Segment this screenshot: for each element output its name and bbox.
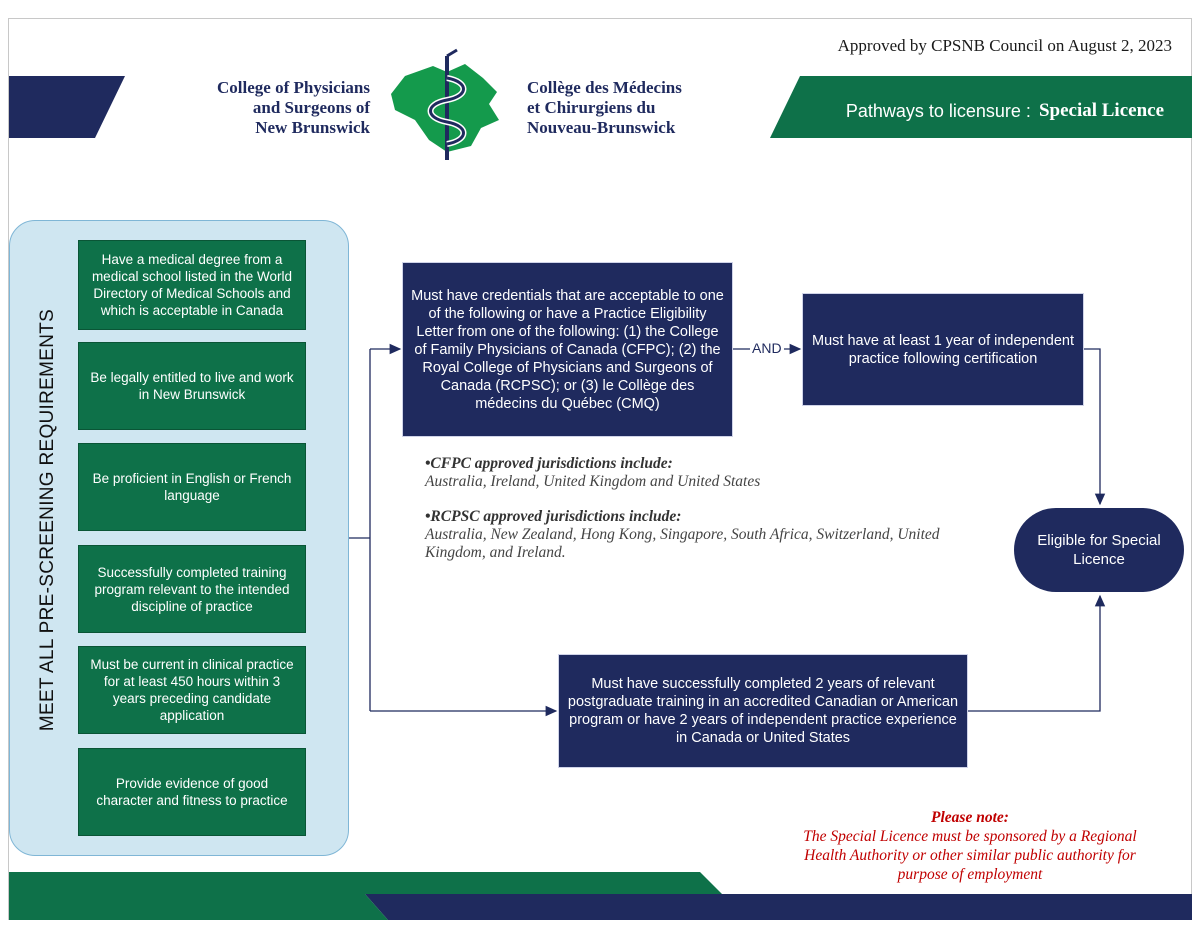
arrow-independent-to-eligible: [1084, 348, 1106, 506]
eligible-terminal: Eligible for Special Licence: [1014, 508, 1184, 592]
cfpc-heading: •CFPC approved jurisdictions include:: [425, 455, 673, 472]
college-en-line-3: New Brunswick: [255, 118, 370, 137]
note-text: The Special Licence must be sponsored by…: [803, 828, 1137, 883]
bottom-green-lower: [9, 894, 388, 920]
jurisdictions-block: •CFPC approved jurisdictions include: Au…: [425, 455, 965, 562]
requirement-good-character: Provide evidence of good character and f…: [78, 748, 306, 836]
requirement-medical-degree: Have a medical degree from a medical sch…: [78, 240, 306, 330]
and-label: AND: [750, 340, 784, 356]
bottom-green-band: [9, 872, 722, 894]
college-fr-line-3: Nouveau-Brunswick: [527, 118, 676, 137]
note-heading: Please note:: [931, 809, 1009, 826]
college-fr-line-1: Collège des Médecins: [527, 78, 682, 97]
requirement-clinical-practice: Must be current in clinical practice for…: [78, 646, 306, 734]
pathway-title: Special Licence: [1038, 100, 1164, 121]
college-en-line-1: College of Physicians: [217, 78, 370, 97]
please-note: Please note: The Special Licence must be…: [790, 808, 1150, 884]
pathway-banner: Pathways to licensure : Special Licence: [792, 84, 1184, 138]
college-fr-line-2: et Chirurgiens du: [527, 98, 656, 117]
bottom-navy-band: [365, 894, 1192, 920]
top-right-green-banner: [770, 76, 1192, 138]
independent-practice-box: Must have at least 1 year of independent…: [802, 293, 1084, 406]
arrow-postgrad-to-eligible: [968, 594, 1106, 712]
rcpsc-heading: •RCPSC approved jurisdictions include:: [425, 508, 682, 525]
pathway-prefix: Pathways to licensure :: [845, 100, 1031, 121]
top-left-navy-banner: [9, 76, 125, 138]
college-en-line-2: and Surgeons of: [252, 98, 370, 117]
requirement-language: Be proficient in English or French langu…: [78, 443, 306, 531]
cpsnb-logo-icon: [391, 48, 499, 160]
requirement-legal-entitlement: Be legally entitled to live and work in …: [78, 342, 306, 430]
credentials-box: Must have credentials that are acceptabl…: [402, 262, 733, 437]
rcpsc-list: Australia, New Zealand, Hong Kong, Singa…: [425, 526, 940, 561]
requirement-training: Successfully completed training program …: [78, 545, 306, 633]
postgraduate-training-box: Must have successfully completed 2 years…: [558, 654, 968, 768]
approval-note: Approved by CPSNB Council on August 2, 2…: [837, 36, 1172, 55]
college-name-french: Collège des Médecins et Chirurgiens du N…: [527, 78, 747, 138]
cfpc-list: Australia, Ireland, United Kingdom and U…: [425, 473, 761, 490]
college-name-english: College of Physicians and Surgeons of Ne…: [180, 78, 370, 138]
